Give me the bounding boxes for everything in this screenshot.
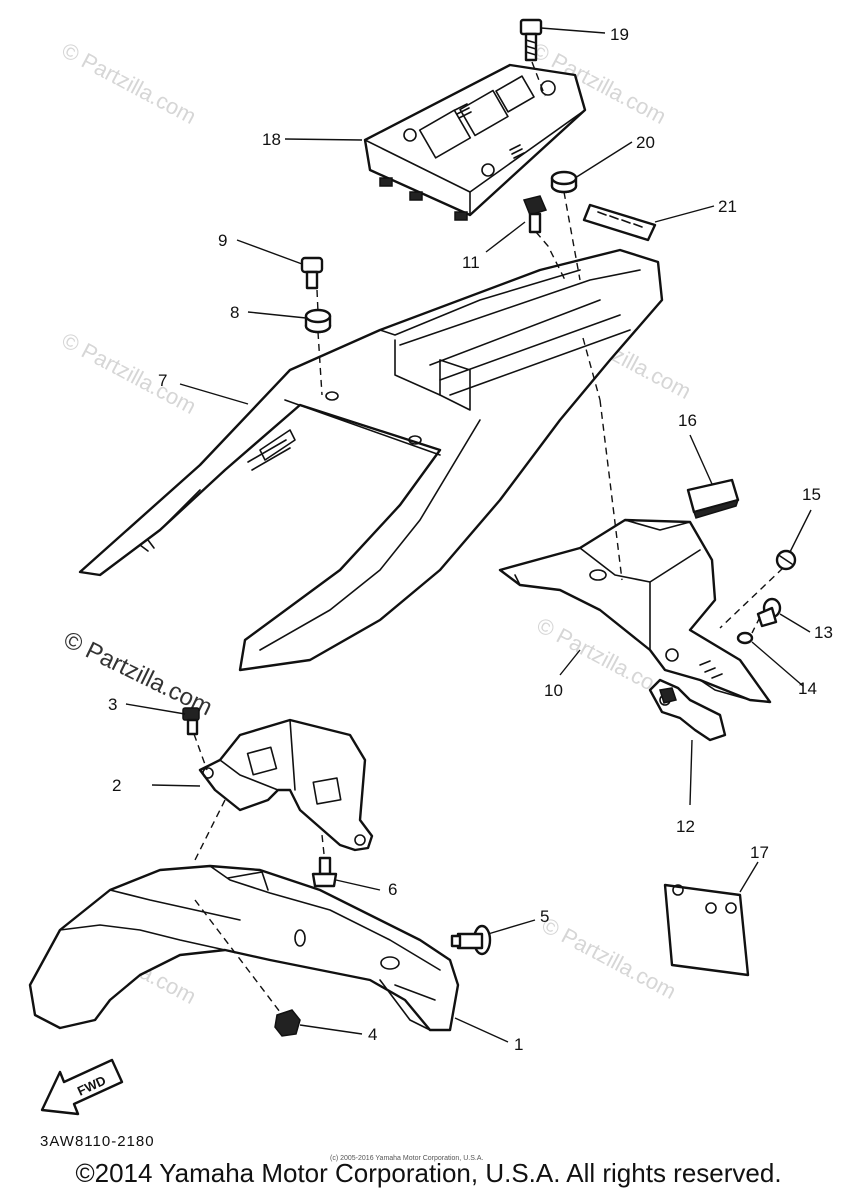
callout-14: 14 [798, 679, 817, 698]
callout-5: 5 [540, 907, 549, 926]
callout-7: 7 [158, 371, 167, 390]
callout-1: 1 [514, 1035, 523, 1054]
part-3-bolt [182, 707, 200, 736]
part-17-plate [663, 883, 750, 977]
part-6-bolt [311, 856, 338, 888]
callout-6: 6 [388, 880, 397, 899]
callout-15: 15 [802, 485, 821, 504]
part-7-rear-fender [78, 248, 664, 672]
part-20-damper [550, 170, 578, 194]
callout-8: 8 [230, 303, 239, 322]
part-11-bolt [522, 195, 548, 234]
part-1-front-fender [28, 864, 460, 1032]
part-13-screw [756, 597, 782, 628]
callout-20: 20 [636, 133, 655, 152]
callout-labels: 1 2 3 4 5 6 7 8 9 10 11 12 13 14 15 16 1… [108, 25, 833, 1054]
part-9-bolt [300, 256, 324, 290]
part-4-nut [274, 1009, 301, 1037]
watermark: © Partzilla.com [58, 37, 201, 129]
part-19-bolt [519, 18, 543, 62]
callout-19: 19 [610, 25, 629, 44]
watermark-dark: © Partzilla.com [59, 626, 216, 721]
diagram-code: 3AW8110-2180 [40, 1133, 155, 1150]
callout-4: 4 [368, 1025, 377, 1044]
part-14-washer [736, 631, 754, 645]
alignment-lines [193, 61, 784, 1013]
watermark: © Partzilla.com [58, 327, 201, 419]
callout-2: 2 [112, 776, 121, 795]
callout-21: 21 [718, 197, 737, 216]
callout-3: 3 [108, 695, 117, 714]
part-18-carrier [363, 63, 587, 221]
callout-17: 17 [750, 843, 769, 862]
callout-18: 18 [262, 130, 281, 149]
watermark: © Partzilla.com [538, 912, 681, 1004]
leader-lines [125, 27, 812, 1043]
part-10-bracket [498, 518, 772, 704]
callout-9: 9 [218, 231, 227, 250]
fwd-arrow-icon: FWD [40, 1058, 124, 1116]
callout-13: 13 [814, 623, 833, 642]
callout-10: 10 [544, 681, 563, 700]
callout-16: 16 [678, 411, 697, 430]
part-5-bolt [450, 924, 492, 956]
part-21-label [582, 203, 657, 242]
callout-11: 11 [462, 253, 480, 272]
small-copyright: (c) 2005-2016 Yamaha Motor Corporation, … [330, 1155, 483, 1162]
part-2-bracket [198, 718, 374, 852]
part-8-grommet [304, 308, 332, 334]
part-15-nut [775, 549, 797, 571]
footer-copyright: ©2014 Yamaha Motor Corporation, U.S.A. A… [75, 1158, 782, 1188]
part-12-bracket [648, 678, 727, 742]
callout-12: 12 [676, 817, 695, 836]
part-16-reflector [686, 478, 740, 519]
